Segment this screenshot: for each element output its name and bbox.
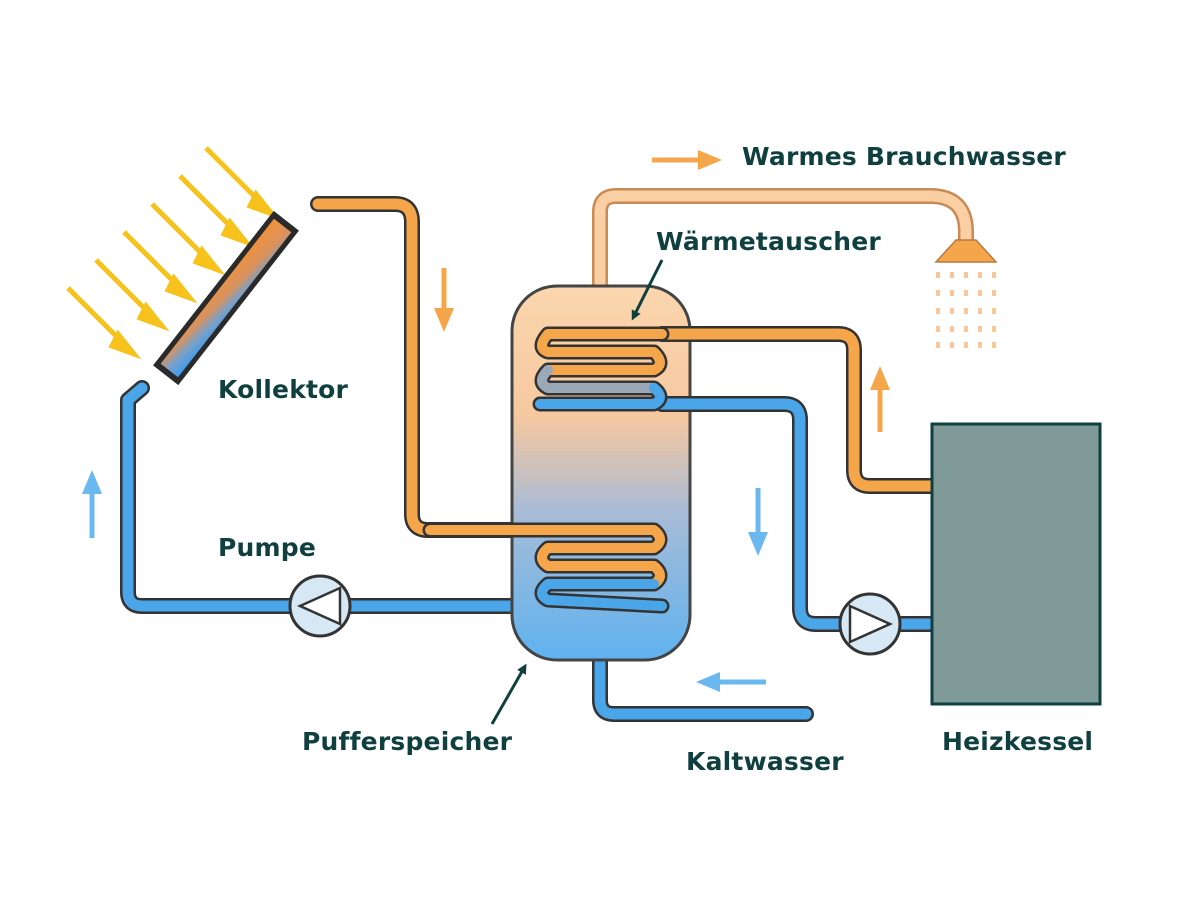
- sun-ray: [122, 230, 198, 304]
- boiler-cold-pipe: [654, 396, 940, 632]
- flow-arrow-icon: [870, 366, 890, 432]
- sun-ray: [66, 286, 142, 360]
- lower-solar-coil: [422, 522, 670, 614]
- pump-icon: [288, 574, 352, 638]
- solar-hot-pipe: [310, 196, 670, 538]
- warm-water-pipe: [592, 188, 974, 298]
- boiler-label: Heizkessel: [942, 727, 1093, 756]
- warm-water-label: Warmes Brauchwasser: [742, 142, 1066, 171]
- pump-icon: [838, 592, 902, 656]
- boiler-hot-pipe: [654, 326, 940, 494]
- flow-arrow-icon: [748, 488, 768, 556]
- sun-ray: [150, 202, 226, 276]
- flow-arrow-icon: [696, 672, 766, 692]
- flow-arrow-icon: [434, 268, 454, 332]
- sun-ray: [94, 258, 170, 332]
- boiler: [930, 422, 1102, 706]
- sun-ray: [178, 174, 254, 248]
- sun-ray: [204, 146, 280, 220]
- buffer-tank-pointer: [490, 663, 527, 725]
- cold-water-label: Kaltwasser: [686, 747, 844, 776]
- pump-label: Pumpe: [218, 533, 316, 562]
- buffer-tank-label: Pufferspeicher: [302, 727, 513, 756]
- flow-arrow-icon: [82, 470, 102, 538]
- collector-label: Kollektor: [218, 375, 349, 404]
- heat-exchanger-pointer: [631, 259, 664, 321]
- flow-arrow-icon: [652, 150, 722, 170]
- shower-head-icon: [934, 239, 998, 348]
- sun-rays-icon: [66, 146, 280, 360]
- solar-collector: [153, 210, 299, 386]
- heat-exchanger-label: Wärmetauscher: [656, 227, 881, 256]
- cold-water-pipe: [592, 632, 814, 722]
- upper-heat-exchanger-coil: [532, 326, 670, 412]
